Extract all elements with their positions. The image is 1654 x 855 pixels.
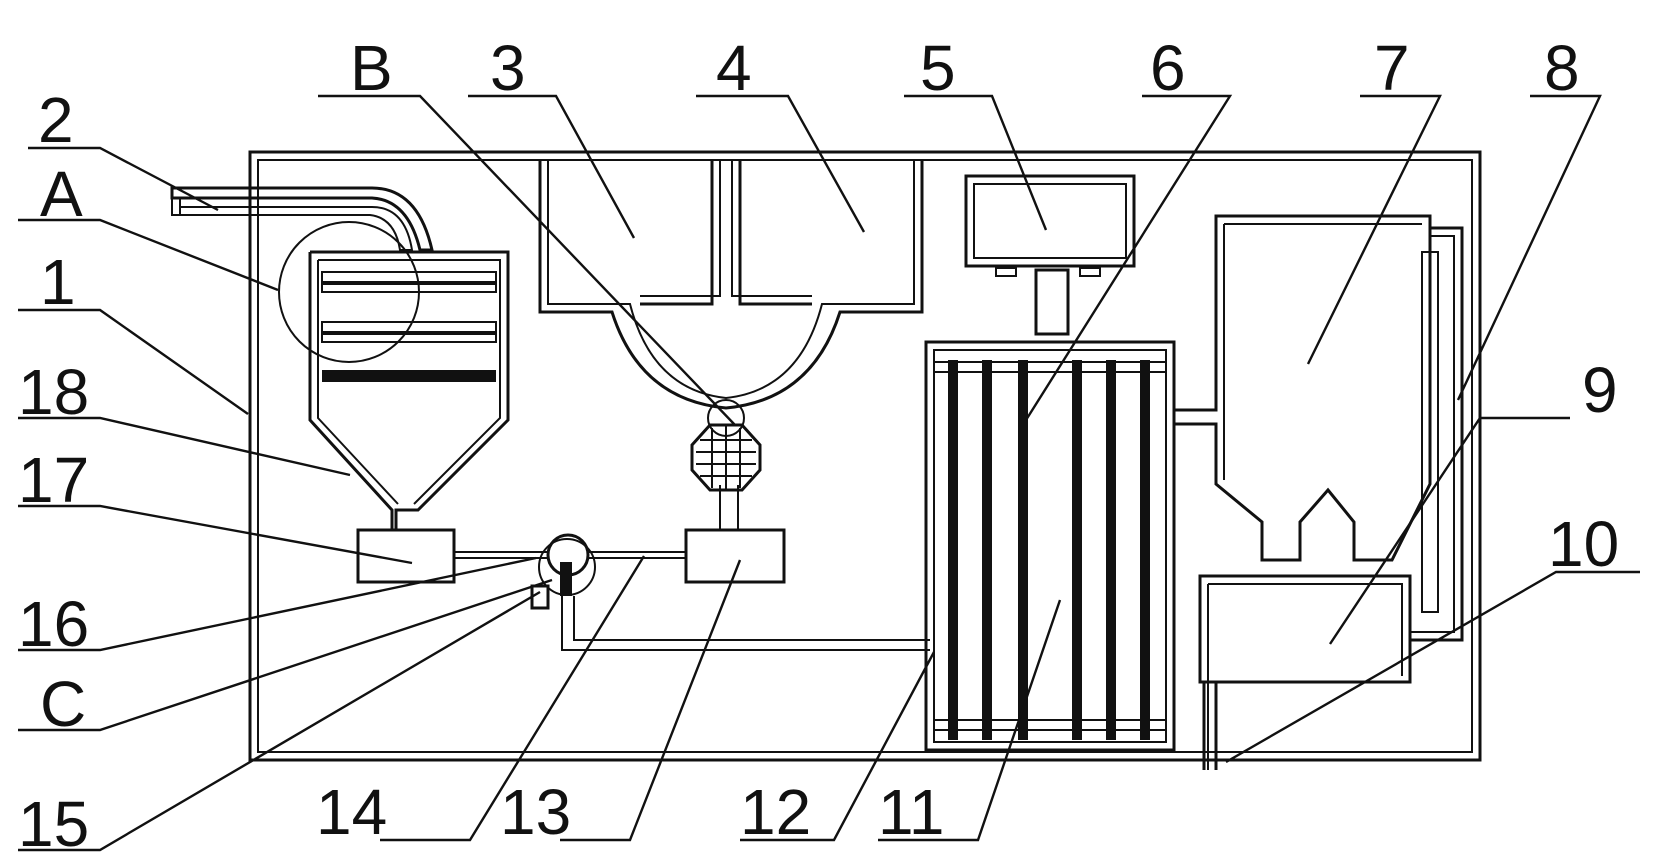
label-18: 18 <box>18 356 89 428</box>
part-labels: 2 A 1 18 17 16 C 15 B 3 4 5 6 7 8 9 10 1… <box>18 32 1619 855</box>
label-12: 12 <box>740 776 811 848</box>
filter-layer-mid <box>321 321 497 343</box>
return-pipe <box>561 596 930 651</box>
filter-stack <box>924 340 1176 752</box>
label-7: 7 <box>1374 32 1410 104</box>
label-6: 6 <box>1150 32 1186 104</box>
leader-lines <box>18 94 1640 852</box>
label-a: A <box>40 158 83 230</box>
label-3: 3 <box>490 32 526 104</box>
label-11: 11 <box>878 776 944 848</box>
motor-box-5 <box>964 174 1136 336</box>
spray-head-b <box>690 399 762 492</box>
box-9 <box>1198 574 1412 770</box>
label-9: 9 <box>1582 354 1618 426</box>
label-1: 1 <box>40 246 76 318</box>
label-4: 4 <box>716 32 752 104</box>
label-c: C <box>40 668 86 740</box>
label-14: 14 <box>316 776 387 848</box>
housing <box>248 150 1482 762</box>
tank-7 <box>1174 214 1432 562</box>
outlet-10 <box>1202 682 1218 770</box>
label-13: 13 <box>500 776 571 848</box>
filter-layer-top <box>321 271 497 293</box>
label-8: 8 <box>1544 32 1580 104</box>
label-5: 5 <box>920 32 956 104</box>
tanks-3-4 <box>538 160 924 410</box>
pump-box-17 <box>356 528 456 584</box>
label-b: B <box>350 32 393 104</box>
label-15: 15 <box>18 788 89 855</box>
filter-tank <box>308 250 510 530</box>
filter-layer-dark <box>322 370 496 382</box>
pipe-8 <box>1410 226 1464 642</box>
valve-c <box>454 533 686 610</box>
label-16: 16 <box>18 588 89 660</box>
label-10: 10 <box>1548 508 1619 580</box>
label-2: 2 <box>38 84 74 156</box>
pump-box-13 <box>684 485 786 584</box>
label-17: 17 <box>18 444 89 516</box>
